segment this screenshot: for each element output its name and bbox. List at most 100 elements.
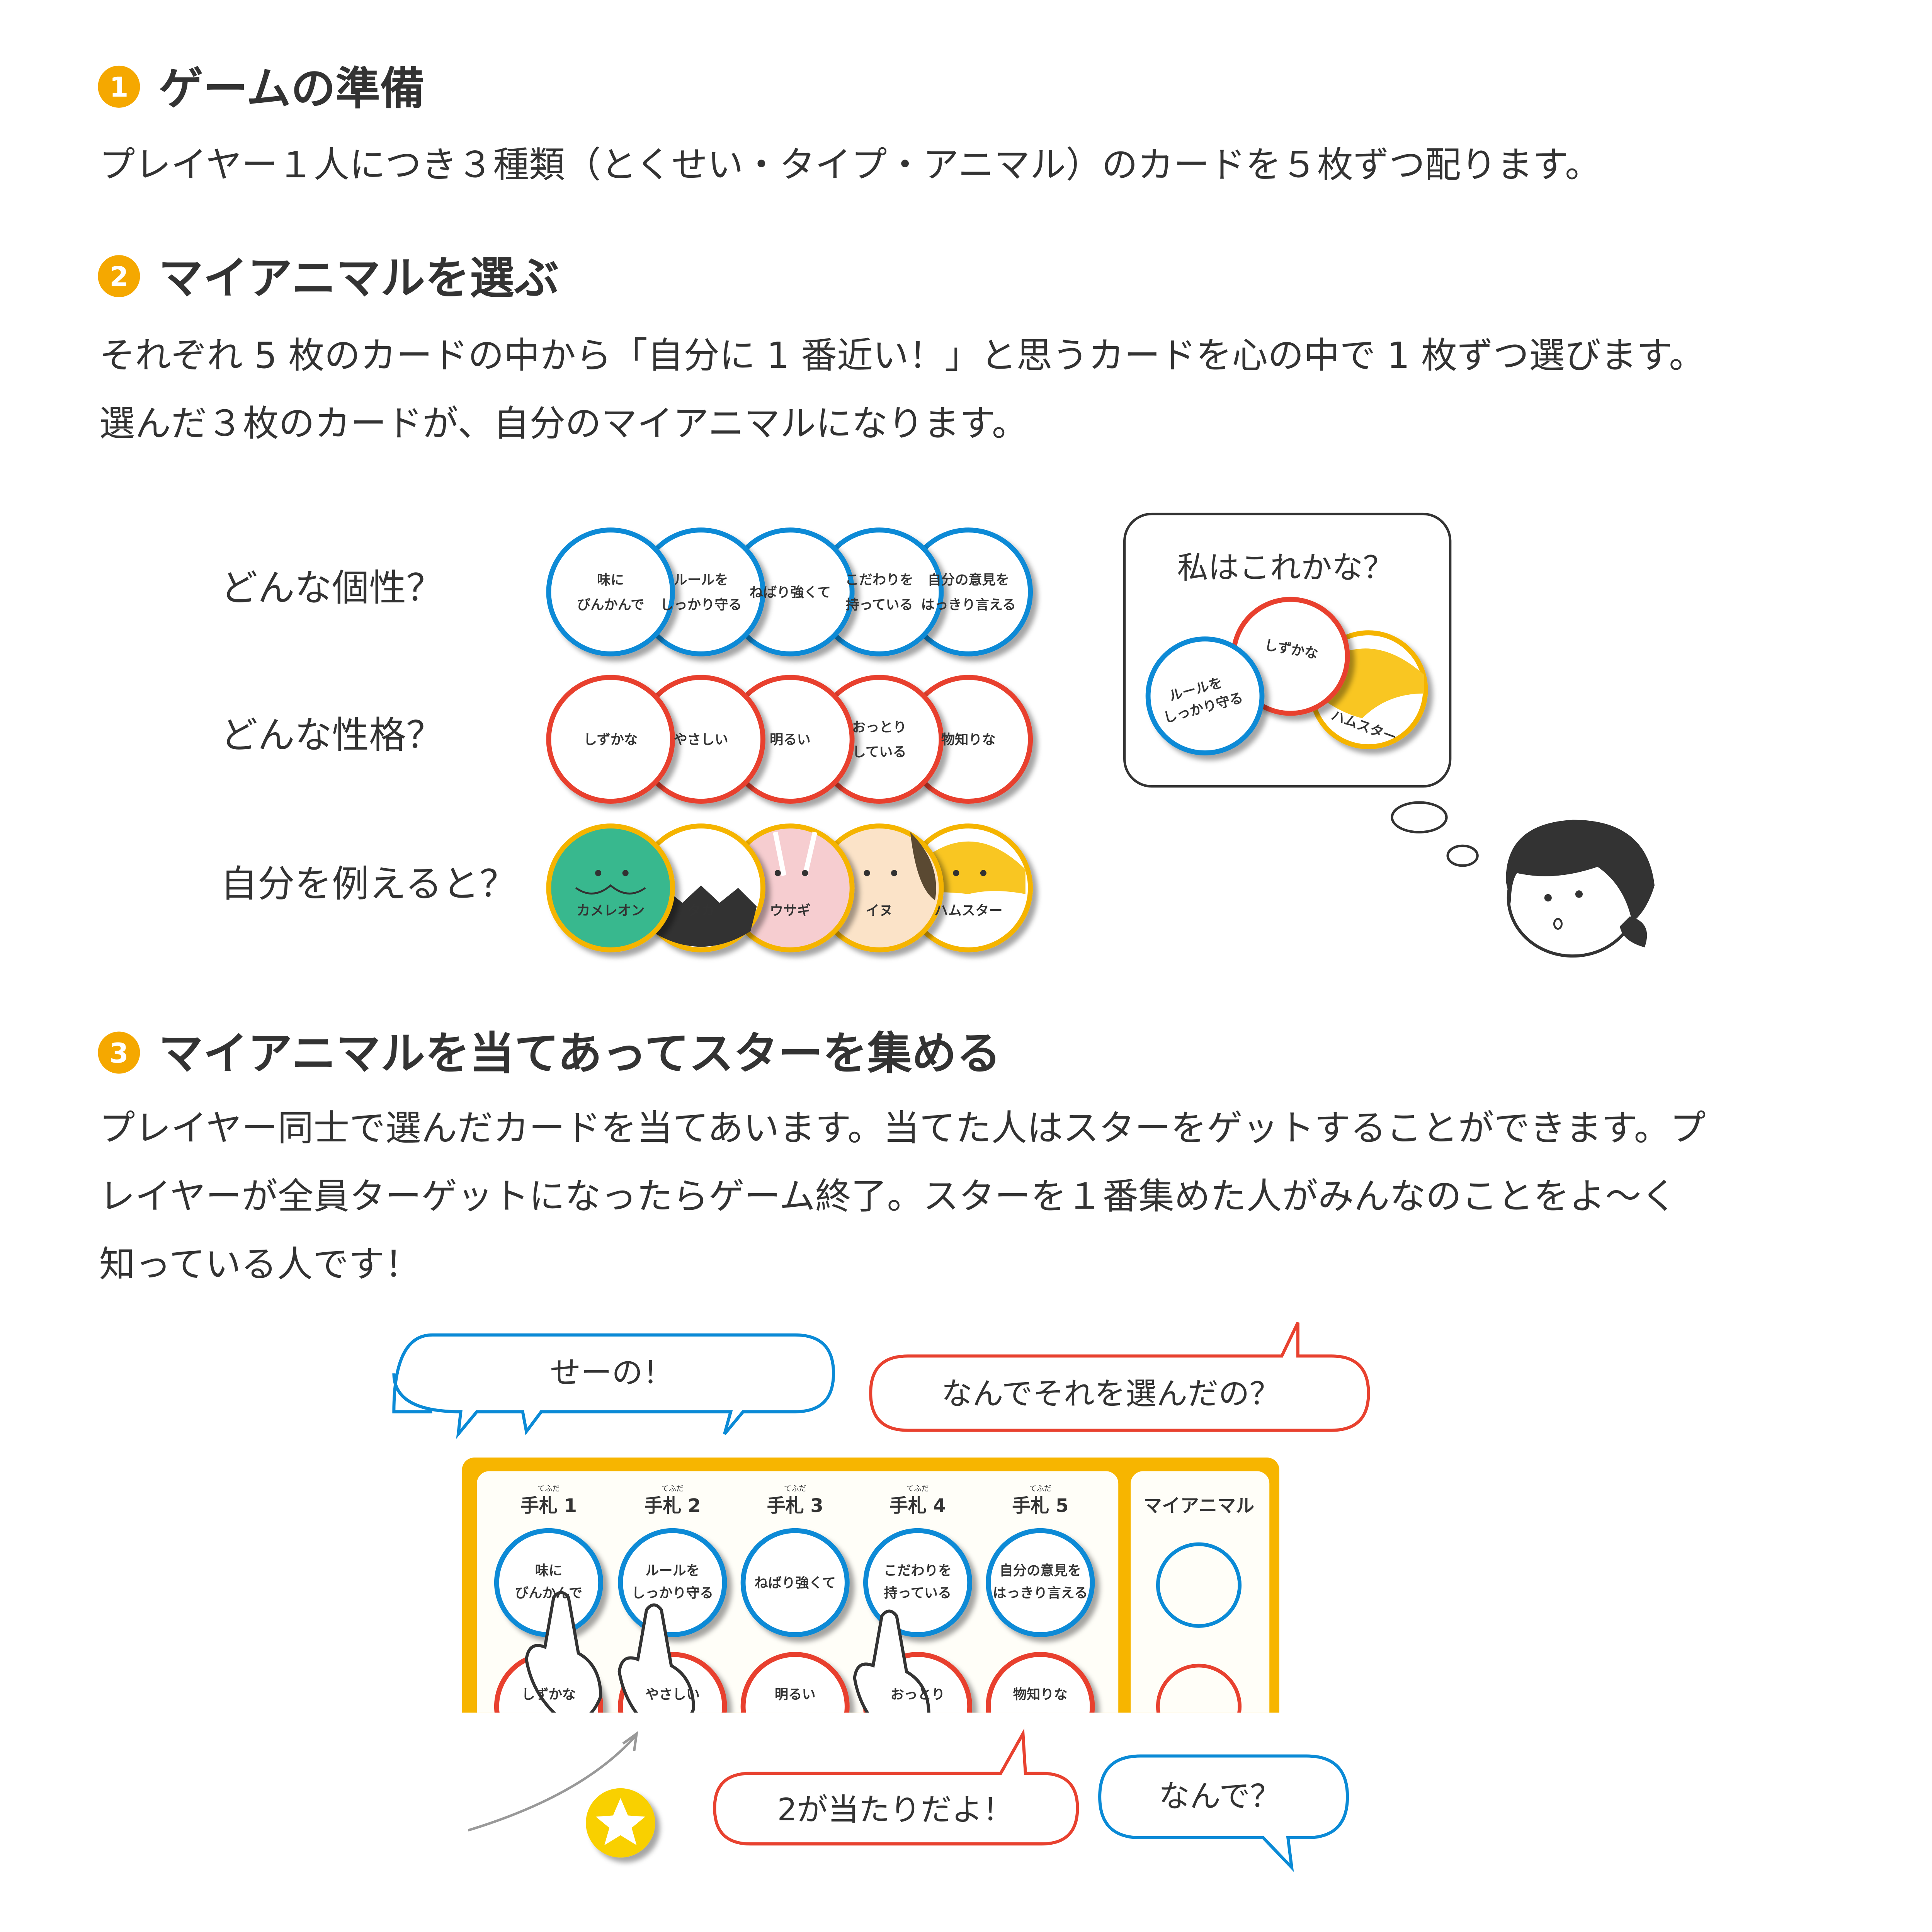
step-number: 2 [109,261,128,293]
ruby: てふだ [537,1484,560,1493]
blue-card[interactable] [986,1528,1095,1637]
pointing-hand-icon [525,1591,602,1713]
pointing-hand-icon [853,1609,930,1713]
step-text: それぞれ 5 枚のカードの中から「自分に 1 番近い！」と思うカードを心の中で … [99,335,1705,376]
card-text: ねばり強くて [750,585,831,600]
step-1: 1 ゲームの準備 プレイヤー１人につき３種類（とくせい・タイプ・アニマル）のカー… [98,63,1601,185]
step-text: 選んだ３枚のカードが、自分のマイアニマルになります。 [99,403,1028,444]
dog-icon [910,832,936,900]
blue-card[interactable] [863,1528,973,1637]
card-text: 持っている [884,1585,952,1601]
row-label-animal: 自分を例えると？ [221,862,517,905]
card-text: ねばり強くて [754,1575,835,1591]
step-text: プレイヤー１人につき３種類（とくせい・タイプ・アニマル）のカードを５枚ずつ配りま… [99,144,1601,185]
pointing-hand-icon [617,1603,695,1713]
card-text: 明るい [775,1687,816,1702]
ruby: てふだ [1029,1484,1051,1493]
ruby: てふだ [662,1484,684,1493]
card-text: はっきり言える [921,597,1016,613]
card-text: 自分の意見を [1000,1563,1082,1579]
step-text: レイヤーが全員ターゲットになったらゲーム終了。スターを１番集めた人がみんなのこと… [99,1175,1677,1217]
card-text: 物知りな [941,732,996,748]
bubble-text: なんでそれを選んだの？ [941,1376,1280,1412]
card-text: 味に [597,572,624,588]
card-text: 持っている [845,597,913,613]
card-text: おっとり [852,719,906,735]
card-text: こだわりを [884,1563,952,1579]
card-text: カメレオン [577,903,645,918]
card-text: しずかな [583,732,638,748]
ruby: てふだ [906,1484,929,1493]
step-text: プレイヤー同士で選んだカードを当てあいます。当てた人はスターをゲットすることがで… [99,1107,1706,1149]
column-header: 手札 1 [520,1495,577,1517]
card [546,823,675,952]
bubble-text: 2が当たりだよ！ [777,1792,1014,1828]
star-icon [586,1788,655,1858]
card-text: ルールを [645,1563,700,1579]
thought-title: 私はこれかな？ [1177,550,1394,586]
card-text: やさしい [645,1687,700,1702]
card-text: ハムスター [934,903,1002,918]
rabbit-icon [773,832,818,876]
card-text: びんかんで [577,597,645,613]
my-animal-slot-blue [1156,1542,1242,1628]
card-text: しっかり守る [632,1585,714,1601]
card-text: 物知りな [1013,1687,1068,1702]
speech-bubble-why-chosen: なんでそれを選んだの？ [869,1322,1370,1432]
card-text: ウサギ [770,903,811,918]
blue-card[interactable] [740,1528,850,1637]
speech-bubble-why: なんで？ [1098,1754,1349,1872]
bubble-text: なんで？ [1159,1778,1281,1814]
column-header: 手札 5 [1012,1495,1068,1517]
red-card[interactable] [986,1652,1095,1759]
card-text: こだわりを [845,572,913,588]
arrow [468,1735,636,1832]
card-text: イヌ [866,903,893,918]
speech-bubble-two-correct: 2が当たりだよ！ [713,1728,1079,1846]
bubble-text: せーの！ [550,1355,673,1391]
step-number-badge [98,1031,140,1074]
column-header: 手札 4 [889,1495,946,1517]
card-text: びんかんで [515,1585,583,1601]
column-header: 手札 3 [767,1495,823,1517]
card-text: している [852,744,906,760]
card-text: はっきり言える [993,1585,1088,1601]
card-text: 自分の意見を [928,572,1010,588]
red-card[interactable] [740,1652,850,1759]
step-number: 1 [109,71,128,103]
thought-card-rules [1145,636,1265,755]
card-text: おっとり [891,1687,945,1702]
card-text: ルールを [674,572,728,588]
step-title: ゲームの準備 [158,63,425,115]
card-text: 明るい [770,732,811,748]
my-animal-slot-red [1156,1663,1242,1713]
blue-card[interactable] [618,1528,727,1637]
step-2: 2 マイアニマルを選ぶ それぞれ 5 枚のカードの中から「自分に 1 番近い！」… [98,253,1705,444]
card-rows [546,527,1033,952]
card-text: タカ [687,903,715,918]
step-3: 3 マイアニマルを当てあってスターを集める プレイヤー同士で選んだカードを当てあ… [98,1028,1706,1285]
card-text: しっかり守る [660,597,742,613]
speech-bubble-seeno: せーの！ [392,1333,835,1439]
card [546,675,675,804]
girl-face-illustration [1506,820,1655,958]
step-title: マイアニマルを当てあってスターを集める [158,1028,1001,1080]
ruby: てふだ [784,1484,806,1493]
card [546,527,675,656]
card-text: やさしい [674,732,728,748]
step-number: 3 [109,1037,128,1069]
column-header: 手札 2 [644,1495,701,1517]
card-text: 味に [535,1563,563,1579]
step-title: マイアニマルを選ぶ [158,253,559,304]
row-label-personality: どんな個性？ [221,566,444,609]
chameleon-icon [575,884,646,895]
card-text: しずかな [522,1687,576,1702]
row-label-character: どんな性格？ [221,714,444,757]
my-animal-header: マイアニマル [1143,1495,1254,1517]
thought-bubble: 私はこれかな？ ハムスター しずかな ルールを しっかり守る [1123,512,1479,867]
step-text: 知っている人です！ [99,1243,421,1285]
